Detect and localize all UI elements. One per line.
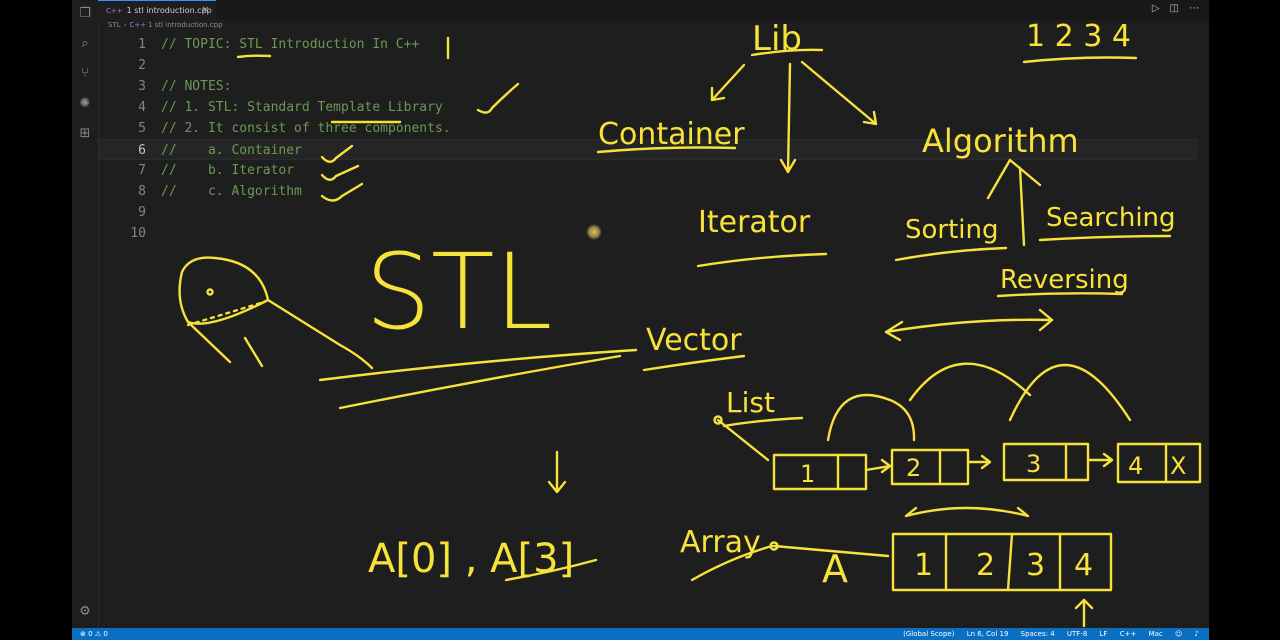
- line-number: 5: [138, 121, 146, 136]
- code-line: 2: [98, 55, 1198, 76]
- platform[interactable]: Mac: [1148, 630, 1163, 638]
- code-line: 10: [98, 223, 1198, 244]
- cpp-file-icon: C++: [106, 7, 123, 15]
- code-line: 9: [98, 202, 1198, 223]
- breadcrumb: STL›C++1 stl introduction.cpp: [108, 21, 223, 29]
- bell-icon[interactable]: ♪: [1194, 630, 1199, 638]
- left-letterbox: [0, 0, 72, 640]
- tab-stl-introduction[interactable]: C++1 stl introduction.cpp ×: [98, 0, 216, 20]
- cpp-file-icon: C++: [129, 21, 147, 29]
- error-icon: ⊗: [80, 630, 86, 638]
- activity-bar: ❐ ⌕ ⑂ ✺ ⊞ ⚙: [72, 0, 99, 628]
- line-number: 9: [138, 205, 146, 220]
- more-icon[interactable]: ⋯: [1189, 3, 1199, 14]
- code-line: 1 // TOPIC: STL Introduction In C++: [98, 34, 1198, 55]
- source-control-icon[interactable]: ⑂: [81, 66, 89, 81]
- code-text: // c. Algorithm: [161, 184, 302, 199]
- encoding[interactable]: UTF-8: [1066, 630, 1088, 638]
- error-count: 0: [88, 630, 93, 638]
- tab-bar: C++1 stl introduction.cpp × ▷ ◫ ⋯: [98, 0, 1209, 20]
- line-number: 8: [138, 184, 146, 199]
- code-line: 5 // 2. It consist of three components.: [98, 118, 1198, 139]
- status-bar: ⊗ 0 ⚠ 0 (Global Scope) Ln 6, Col 19 Spac…: [72, 628, 1209, 640]
- explorer-icon[interactable]: ❐: [79, 6, 91, 21]
- gear-icon[interactable]: ⚙: [79, 604, 91, 619]
- editor-actions: ▷ ◫ ⋯: [1142, 3, 1199, 14]
- line-ending[interactable]: LF: [1099, 630, 1108, 638]
- code-editor[interactable]: 1 // TOPIC: STL Introduction In C++ 2 3 //…: [98, 34, 1209, 628]
- scope-indicator[interactable]: (Global Scope): [903, 630, 955, 638]
- line-number: 6: [138, 143, 146, 158]
- cursor-highlight: [586, 224, 602, 240]
- close-icon[interactable]: ×: [201, 5, 209, 15]
- code-line: 4 // 1. STL: Standard Template Library: [98, 97, 1198, 118]
- code-text: // 2. It consist of three components.: [161, 121, 451, 136]
- language-mode[interactable]: C++: [1119, 630, 1137, 638]
- cursor-position[interactable]: Ln 6, Col 19: [966, 630, 1009, 638]
- code-text: // a. Container: [161, 143, 302, 158]
- current-code-line: 6 // a. Container: [98, 139, 1198, 160]
- code-line: 8 // c. Algorithm: [98, 181, 1198, 202]
- breadcrumb-folder[interactable]: STL: [108, 21, 121, 29]
- split-editor-icon[interactable]: ◫: [1169, 3, 1179, 14]
- chevron-right-icon: ›: [123, 21, 127, 29]
- breadcrumb-file[interactable]: 1 stl introduction.cpp: [148, 21, 223, 29]
- line-number: 3: [138, 79, 146, 94]
- run-icon[interactable]: ▷: [1151, 3, 1160, 14]
- code-text: // NOTES:: [161, 79, 232, 94]
- warning-icon: ⚠: [94, 630, 102, 638]
- tab-label: 1 stl introduction.cpp: [126, 6, 212, 15]
- right-letterbox: [1209, 0, 1280, 640]
- search-icon[interactable]: ⌕: [81, 36, 89, 51]
- debug-icon[interactable]: ✺: [79, 96, 91, 111]
- indentation[interactable]: Spaces: 4: [1020, 630, 1055, 638]
- line-number: 7: [138, 163, 146, 178]
- extensions-icon[interactable]: ⊞: [79, 126, 91, 141]
- status-right: (Global Scope) Ln 6, Col 19 Spaces: 4 UT…: [893, 628, 1199, 640]
- vscode-window: ❐ ⌕ ⑂ ✺ ⊞ ⚙ C++1 stl introduction.cpp × …: [72, 0, 1209, 640]
- problems-indicator[interactable]: ⊗ 0 ⚠ 0: [80, 628, 108, 640]
- code-text: // b. Iterator: [161, 163, 295, 178]
- code-line: 7 // b. Iterator: [98, 160, 1198, 181]
- line-number: 10: [130, 226, 146, 241]
- warning-count: 0: [103, 630, 108, 638]
- feedback-icon[interactable]: ☺: [1174, 630, 1183, 638]
- code-text: // 1. STL: Standard Template Library: [161, 100, 443, 115]
- code-text: // TOPIC: STL Introduction In C++: [161, 37, 420, 52]
- line-number: 1: [138, 37, 146, 52]
- line-number: 4: [138, 100, 146, 115]
- line-number: 2: [138, 58, 146, 73]
- code-line: 3 // NOTES:: [98, 76, 1198, 97]
